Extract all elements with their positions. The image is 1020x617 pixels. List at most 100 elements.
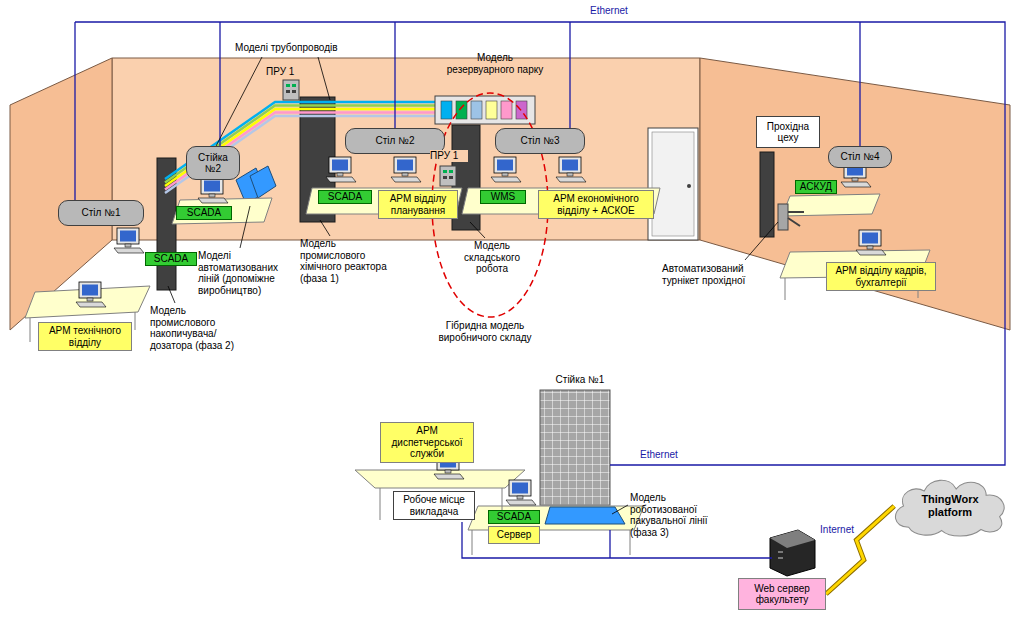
node-text: Стіл №4 — [841, 151, 880, 163]
workstation-box: АРМ диспетчерської служби — [380, 422, 474, 463]
leader-line — [168, 57, 778, 514]
tank-farm-model — [456, 101, 467, 119]
distribution-cabinet — [286, 90, 290, 93]
node-text: Стійка №2 — [191, 152, 235, 175]
annotation-label: Модель роботизованої пакувальної лінії (… — [630, 492, 730, 538]
distribution-cabinet — [292, 84, 296, 87]
annotation-label: Стійка №1 — [548, 374, 612, 386]
table-panel: Стіл №1 — [58, 200, 144, 226]
checkpoint-box: Прохідна цеху — [756, 116, 820, 148]
annotation-label: ПРУ 1 — [430, 150, 468, 162]
node-text: АРМ диспетчерської служби — [385, 425, 469, 460]
workstation-box: АРМ відділу планування — [378, 190, 458, 219]
computer-icon — [76, 282, 106, 307]
computer-icon — [491, 157, 521, 182]
node-text: Стіл №2 — [376, 135, 415, 147]
workplace-box: Робоче місце викладача — [393, 491, 475, 520]
ethernet-line — [75, 22, 1005, 558]
leader-line — [240, 206, 250, 248]
node-text: ThingWorx platform — [904, 493, 996, 518]
node-text: АРМ технічного відділу — [43, 325, 127, 348]
leader-line — [745, 222, 778, 260]
node-text: Прохідна цеху — [761, 121, 815, 144]
node-text: АСКУД — [800, 181, 832, 193]
cloud-platform: ThingWorx platform — [888, 474, 1012, 538]
cabinet — [760, 152, 774, 237]
desk-leg — [135, 312, 136, 330]
table-panel: Стіл №3 — [495, 128, 585, 154]
annotation-label: Моделі трубопроводів — [235, 42, 355, 54]
distribution-cabinet — [283, 80, 299, 100]
annotation-label: ПРУ 1 — [266, 66, 306, 78]
room-walls — [700, 58, 1010, 330]
desk-leg — [472, 530, 473, 555]
leader-line — [215, 57, 262, 148]
desk — [782, 194, 880, 216]
server-tower — [770, 530, 815, 548]
leader-line — [168, 286, 175, 303]
door — [648, 128, 698, 240]
node-text: Стіл №3 — [521, 135, 560, 147]
packaging-line-model — [545, 507, 625, 524]
annotation-label: Гібридна модель виробничого складу — [425, 320, 545, 343]
ethernet-line — [219, 22, 220, 148]
server-rack — [540, 390, 610, 505]
software-tag: SCADA — [145, 252, 197, 266]
leader-line — [612, 505, 628, 514]
desk-leg — [785, 278, 786, 300]
distribution-cabinet — [449, 176, 453, 179]
leader-line — [318, 57, 330, 100]
ethernet-line — [569, 22, 570, 128]
annotation-label: Модель промислового накопичувача/ дозато… — [150, 305, 246, 351]
node-text: SCADA — [187, 207, 221, 219]
computer-icon — [556, 157, 586, 182]
software-tag: WMS — [480, 190, 526, 204]
desk — [25, 188, 930, 530]
annotation-label: Ethernet — [640, 449, 700, 461]
computer-icon — [326, 157, 356, 182]
turnstile — [778, 204, 804, 230]
rack-panel: Стійка №2 — [186, 146, 240, 180]
ethernet-line — [394, 22, 395, 128]
server-tower — [778, 558, 783, 559]
door — [687, 184, 691, 188]
distribution-cabinet — [443, 176, 447, 179]
table-panel: Стіл №4 — [828, 146, 892, 168]
ethernet-line — [74, 22, 75, 200]
computer-icon — [114, 228, 144, 253]
server-box: Сервер — [488, 526, 540, 544]
ethernet-line — [462, 522, 772, 558]
computer-icon — [76, 157, 886, 505]
software-tag: SCADA — [176, 206, 232, 220]
ethernet-line — [859, 22, 860, 148]
web-server-box: Web сервер факультету — [738, 578, 826, 610]
connector-outline — [826, 506, 894, 594]
ethernet-line — [75, 22, 1005, 465]
computer-icon — [391, 157, 421, 182]
distribution-cabinet — [440, 166, 456, 186]
workstation-box: АРМ технічного відділу — [38, 322, 132, 351]
distribution-cabinet — [292, 90, 296, 93]
packaging-line-model — [545, 507, 625, 524]
leader-line — [320, 220, 330, 236]
annotation-label: Моделі автоматизованих ліній (допоміжне … — [198, 250, 298, 296]
desk-leg — [30, 318, 31, 342]
node-text: Стіл №1 — [82, 207, 121, 219]
server-tower — [778, 552, 783, 553]
server-tower — [770, 530, 815, 576]
annotation-label: Модель складського робота — [452, 240, 532, 275]
node-text: SCADA — [328, 191, 362, 203]
node-text: Сервер — [497, 529, 532, 541]
node-text: WMS — [491, 191, 515, 203]
node-text: АРМ відділу кадрів, бухгалтерії — [831, 265, 931, 288]
computer-icon — [198, 178, 228, 203]
distribution-cabinet — [443, 170, 447, 173]
distribution-cabinet — [286, 84, 290, 87]
node-text: SCADA — [154, 253, 188, 265]
tank-farm-model — [441, 101, 452, 119]
node-text: SCADA — [497, 511, 531, 523]
desk-leg — [30, 276, 918, 555]
turnstile — [778, 204, 788, 230]
lightning-connector — [826, 506, 894, 594]
desk-leg — [380, 488, 381, 520]
